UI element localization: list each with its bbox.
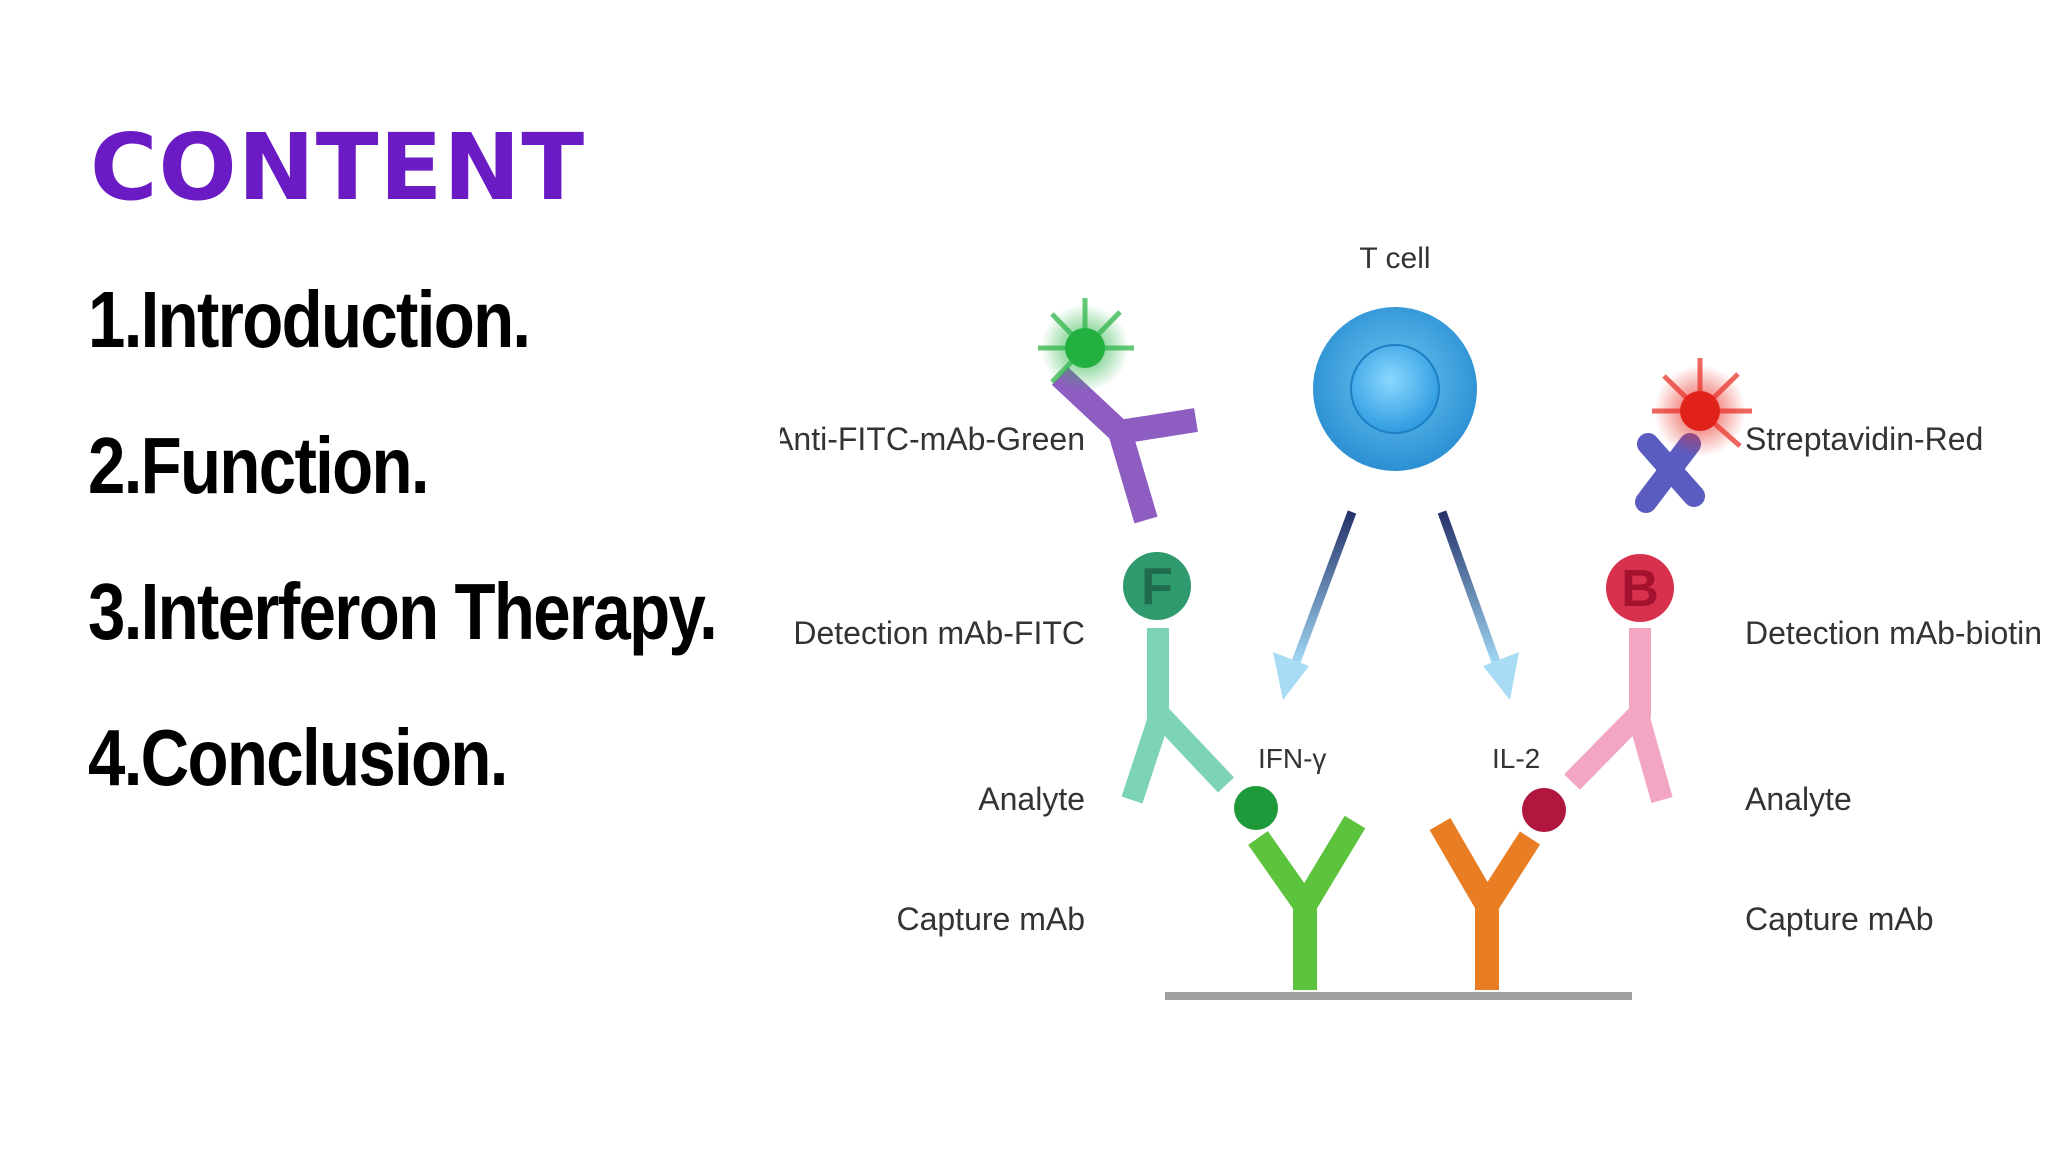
red-fluorophore <box>1652 358 1752 457</box>
fitc-badge-letter: F <box>1141 558 1173 616</box>
label-il2: IL-2 <box>1492 743 1540 774</box>
label-anti-fitc: Anti-FITC-mAb-Green <box>780 421 1085 457</box>
detection-antibody-teal <box>1121 628 1235 804</box>
label-detection-fitc: Detection mAb-FITC <box>793 615 1085 651</box>
label-streptavidin: Streptavidin-Red <box>1745 421 1983 457</box>
capture-antibody-orange <box>1429 817 1541 990</box>
label-capture-left: Capture mAb <box>896 901 1085 937</box>
label-capture-right: Capture mAb <box>1745 901 1934 937</box>
contents-item-interferon-therapy: 3.Interferon Therapy. <box>88 567 718 656</box>
t-cell <box>1313 307 1477 471</box>
elispot-diagram: T cell IFN-γ IL-2 <box>780 242 2042 1000</box>
label-detection-biotin: Detection mAb-biotin <box>1745 615 2042 651</box>
contents-item-conclusion: 4.Conclusion. <box>88 713 508 802</box>
contents-item-introduction: 1.Introduction. <box>88 275 531 364</box>
contents-item-function: 2.Function. <box>88 421 430 510</box>
label-t-cell: T cell <box>1359 242 1430 275</box>
detection-antibody-pink <box>1564 628 1673 803</box>
green-fluorophore <box>1038 298 1134 392</box>
arrow-il2 <box>1437 510 1519 700</box>
capture-antibody-green <box>1248 815 1366 990</box>
fitc-badge <box>1123 552 1191 620</box>
arrow-ifn <box>1273 510 1357 700</box>
biotin-badge-letter: B <box>1621 560 1659 618</box>
label-analyte-left: Analyte <box>978 781 1085 817</box>
biotin-badge <box>1606 554 1674 622</box>
label-analyte-right: Analyte <box>1745 781 1852 817</box>
page-title: CONTENT <box>90 114 586 221</box>
label-ifn: IFN-γ <box>1258 743 1326 774</box>
analyte-ifn <box>1234 786 1278 830</box>
streptavidin-x <box>1635 433 1705 513</box>
analyte-il2 <box>1522 788 1566 832</box>
